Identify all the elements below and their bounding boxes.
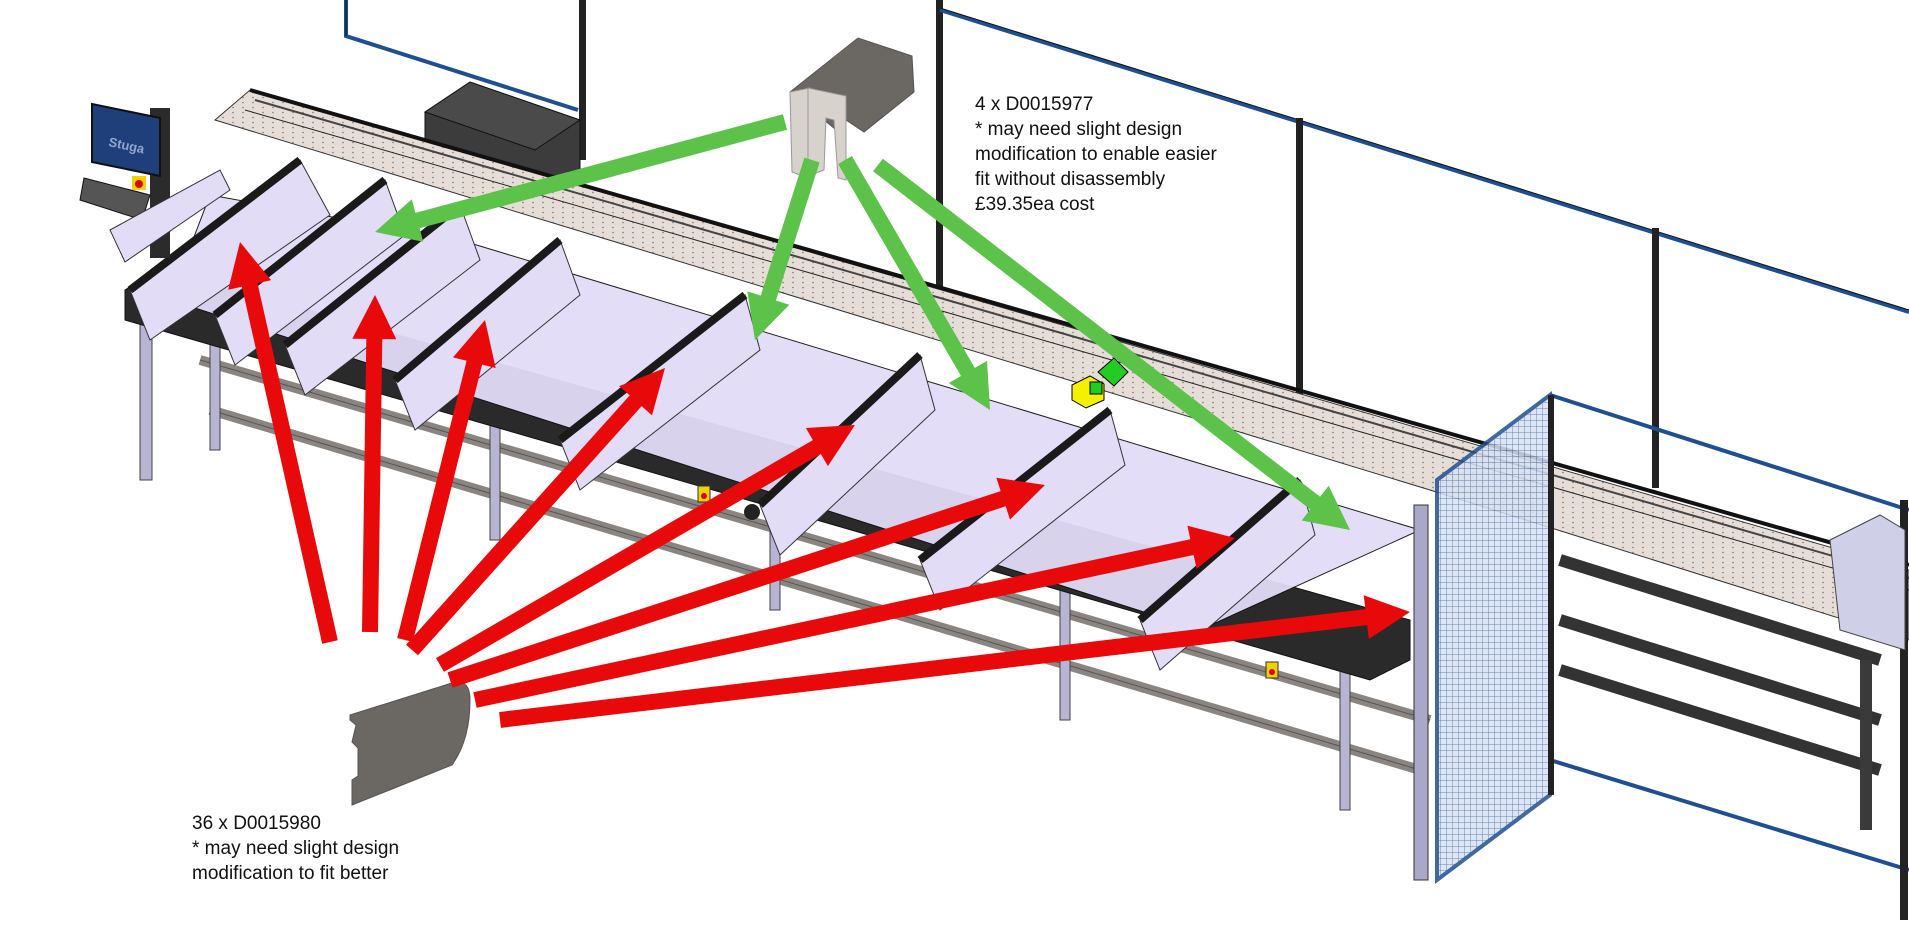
fence-post xyxy=(1296,118,1303,418)
callout-line: 4 x D0015977 xyxy=(975,94,1094,115)
arrow-red xyxy=(397,320,496,642)
arrow-green xyxy=(375,114,788,242)
callout-line: 36 x D0015980 xyxy=(192,813,321,834)
callout-note-d0015977: 4 x D0015977 * may need slight design modi… xyxy=(975,92,1217,217)
callout-line: * may need slight design xyxy=(975,119,1183,140)
callout-arrows-d0015977 xyxy=(375,114,1350,530)
operator-control-station: Stuga xyxy=(79,102,231,263)
part-d0015980-image xyxy=(349,681,471,806)
callout-line: modification to enable easier xyxy=(975,144,1217,165)
guard-panel-top-rail xyxy=(392,236,563,384)
guard-panel-top-rail xyxy=(1137,476,1303,624)
fence-post xyxy=(1652,228,1659,488)
arrow-red xyxy=(473,525,1235,708)
guard-panel-top-rail xyxy=(282,201,463,349)
arrow-green xyxy=(747,157,820,340)
guard-panel-top-rail xyxy=(557,291,748,444)
callout-line: modification to fit better xyxy=(192,863,389,884)
guard-panel-top-rail xyxy=(127,156,303,294)
fence-post xyxy=(936,0,943,330)
position-marker xyxy=(1071,357,1129,409)
part-d0015977-image xyxy=(789,37,915,181)
arrow-green xyxy=(838,156,990,410)
callout-line: * may need slight design xyxy=(192,838,400,859)
arrow-red xyxy=(499,595,1411,728)
safety-fence-enclosure xyxy=(1413,390,1909,920)
callout-note-d0015980: 36 x D0015980 * may need slight design mod… xyxy=(192,811,399,886)
emergency-stop-buttons xyxy=(697,485,1279,679)
safety-fence-back xyxy=(344,0,1909,488)
callout-arrows-d0015980 xyxy=(228,242,1411,728)
arrow-red xyxy=(436,425,855,672)
arrow-red xyxy=(406,368,665,656)
arrow-red xyxy=(447,477,1045,688)
arrow-red xyxy=(228,242,338,644)
callout-line: fit without disassembly xyxy=(975,169,1166,190)
arrow-red xyxy=(352,295,397,633)
arrow-green xyxy=(873,158,1350,530)
callout-line: £39.35ea cost xyxy=(975,194,1095,215)
